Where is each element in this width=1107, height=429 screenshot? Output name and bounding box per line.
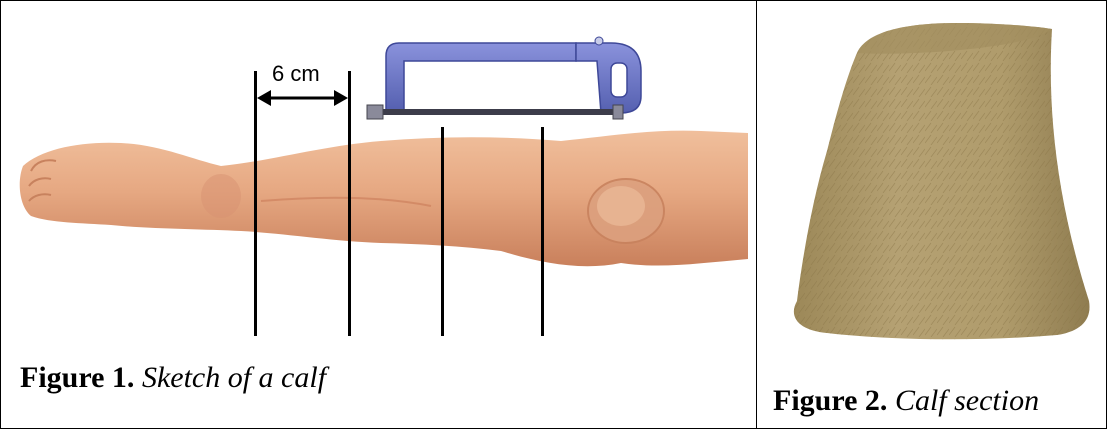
- cut-line: [348, 71, 351, 336]
- figure-1-caption-label: Figure 1.: [20, 361, 142, 394]
- cut-line: [254, 71, 257, 336]
- calf-section-photo: [757, 1, 1106, 381]
- figure-1-panel: 6 cm Figure 1. Sketch of a calf: [1, 1, 756, 428]
- figure-2-caption-text: Calf section: [895, 384, 1039, 417]
- figure-1-caption-text: Sketch of a calf: [142, 361, 326, 394]
- dimension-arrow: [257, 90, 348, 106]
- figure-1-illustration: 6 cm: [1, 1, 756, 361]
- figure-2-caption: Figure 2. Calf section: [773, 384, 1039, 418]
- cut-line: [441, 127, 444, 336]
- hacksaw-icon: [367, 37, 641, 119]
- leg-illustration: [20, 131, 748, 267]
- figure-2-caption-label: Figure 2.: [773, 384, 895, 417]
- figure-1-caption: Figure 1. Sketch of a calf: [20, 361, 326, 395]
- cut-line: [541, 127, 544, 336]
- figure-2-panel: Figure 2. Calf section: [757, 1, 1106, 428]
- measure-label: 6 cm: [272, 61, 320, 86]
